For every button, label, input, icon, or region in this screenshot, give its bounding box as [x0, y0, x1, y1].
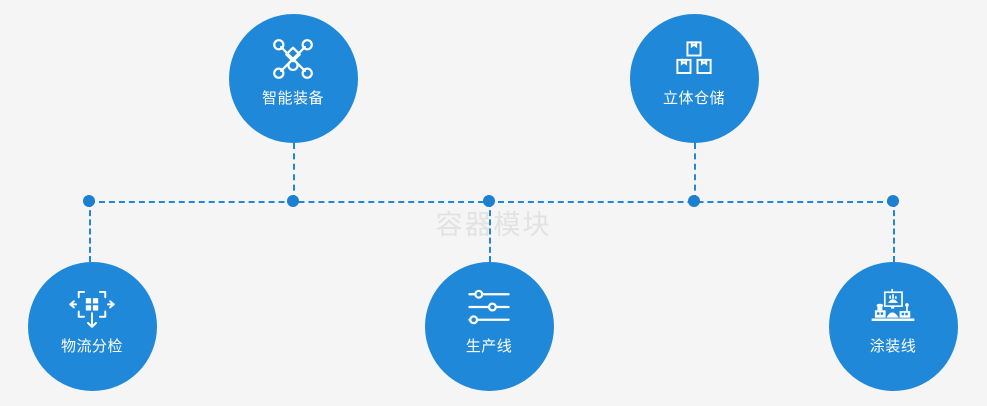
module-circle-intelligent-equipment[interactable]: 智能装备 [228, 13, 358, 143]
connector-node-dot-logistics-sorting[interactable] [83, 195, 95, 207]
stacked-boxes-icon [671, 36, 717, 82]
module-circle-stereo-warehouse[interactable]: 立体仓储 [629, 13, 759, 143]
vertical-connector-intelligent-equipment [293, 142, 295, 201]
vertical-connector-logistics-sorting [89, 201, 91, 262]
sliders-icon [466, 284, 512, 330]
module-label-logistics-sorting: 物流分检 [60, 336, 123, 355]
vertical-connector-production-line [489, 201, 491, 262]
network-nodes-icon [270, 36, 316, 82]
module-circle-production-line[interactable]: 生产线 [424, 261, 554, 391]
connector-node-dot-painting-line[interactable] [887, 195, 899, 207]
module-label-painting-line: 涂装线 [869, 336, 917, 355]
connector-node-dot-intelligent-equipment[interactable] [287, 195, 299, 207]
connector-node-dot-stereo-warehouse[interactable] [688, 195, 700, 207]
vertical-connector-stereo-warehouse [694, 142, 696, 201]
module-label-intelligent-equipment: 智能装备 [261, 88, 324, 107]
sorting-arrows-icon [69, 284, 115, 330]
vertical-connector-painting-line [893, 201, 895, 262]
module-label-stereo-warehouse: 立体仓储 [662, 88, 725, 107]
painting-machine-icon [870, 284, 916, 330]
module-label-production-line: 生产线 [465, 336, 513, 355]
connector-node-dot-production-line[interactable] [483, 195, 495, 207]
module-circle-painting-line[interactable]: 涂装线 [828, 261, 958, 391]
module-circle-logistics-sorting[interactable]: 物流分检 [27, 261, 157, 391]
